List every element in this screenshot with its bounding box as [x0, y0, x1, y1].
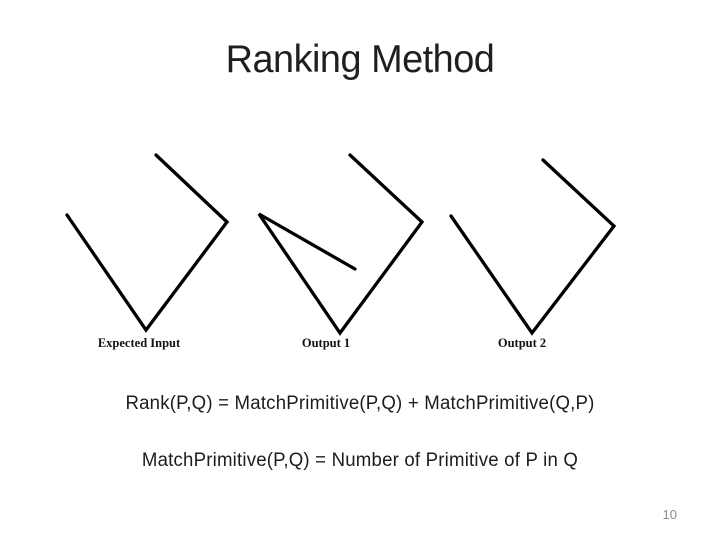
page-number: 10 [662, 507, 677, 522]
output-1-stroke [257, 153, 425, 336]
match-primitive-definition: MatchPrimitive(P,Q) = Number of Primitiv… [141, 450, 579, 471]
slide-title: Ranking Method [225, 38, 495, 81]
expected-input-stroke [65, 153, 230, 333]
output-1-label: Output 1 [301, 336, 351, 350]
rank-formula: Rank(P,Q) = MatchPrimitive(P,Q) + MatchP… [125, 393, 595, 414]
output-2-stroke [449, 158, 617, 336]
expected-input-label: Expected Input [97, 336, 181, 350]
output-2-label: Output 2 [497, 336, 547, 350]
